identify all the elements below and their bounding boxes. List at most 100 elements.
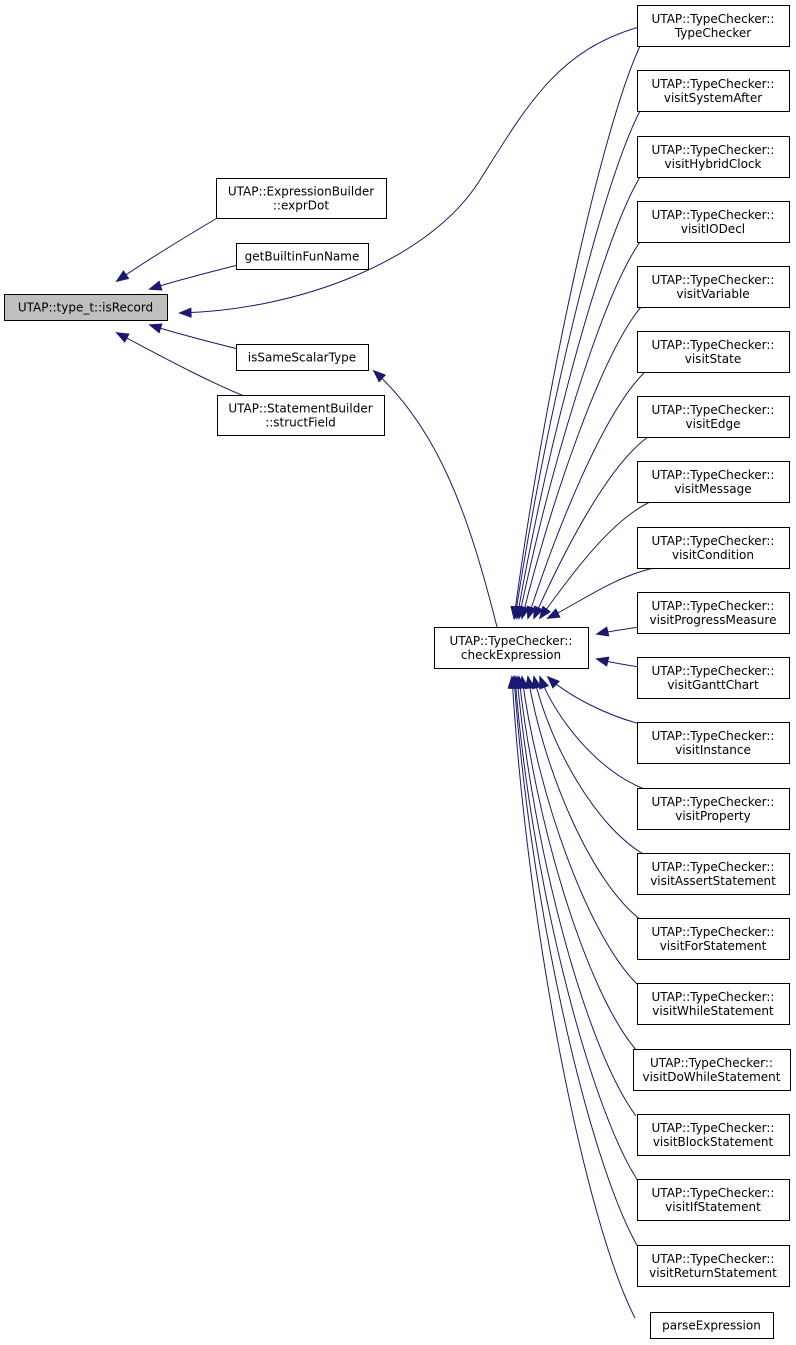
node-parseExpr[interactable]: parseExpression [650,1312,774,1339]
edge-vMessage-to-checkExpr [538,501,651,620]
arrowhead [533,605,544,620]
node-label: UTAP::TypeChecker:: [652,795,775,809]
node-label: visitProperty [675,809,751,823]
node-label: UTAP::TypeChecker:: [652,273,775,287]
arrowhead [524,675,536,690]
node-vMessage[interactable]: UTAP::TypeChecker::visitMessage [637,461,790,503]
edge-isSame-to-root [148,323,239,350]
node-getBuiltin[interactable]: getBuiltinFunName [236,243,369,270]
arrowhead [546,608,561,619]
node-vVariable[interactable]: UTAP::TypeChecker::visitVariable [637,266,790,308]
node-label: visitCondition [672,548,754,562]
edge-vState-to-checkExpr [526,371,646,620]
arrowhead [507,675,518,689]
node-vProgress[interactable]: UTAP::TypeChecker::visitProgressMeasure [637,592,790,634]
node-label: visitProgressMeasure [650,613,777,627]
node-label: UTAP::TypeChecker:: [652,12,775,26]
arrowhead [148,323,163,334]
edge-vEdge-to-checkExpr [533,436,649,620]
arrowhead [539,675,550,690]
node-label: ::exprDot [273,199,329,213]
node-vBlock[interactable]: UTAP::TypeChecker::visitBlockStatement [637,1114,790,1156]
node-label: UTAP::TypeChecker:: [652,403,775,417]
node-vEdge[interactable]: UTAP::TypeChecker::visitEdge [637,396,790,438]
arrowhead [595,656,610,667]
node-checkExpr[interactable]: UTAP::TypeChecker::checkExpression [434,627,589,669]
edge-vProgress-to-checkExpr [595,626,640,637]
edge-line [149,324,239,350]
arrowhead [546,675,560,689]
node-vReturn[interactable]: UTAP::TypeChecker::visitReturnStatement [637,1245,790,1287]
node-vHybridClock[interactable]: UTAP::TypeChecker::visitHybridClock [637,136,790,178]
edge-checkExpr-to-isSame [372,369,498,628]
edge-line [527,371,646,619]
node-label: UTAP::TypeChecker:: [652,925,775,939]
edge-parseExpr-to-checkExpr [507,675,636,1319]
node-label: UTAP::TypeChecker:: [652,143,775,157]
edge-vProperty-to-checkExpr [539,675,648,791]
edge-line [149,264,239,290]
node-label: isSameScalarType [248,351,356,365]
node-label: visitEdge [686,417,741,431]
edges-layer [115,26,659,1319]
node-vGantt[interactable]: UTAP::TypeChecker::visitGanttChart [637,657,790,699]
node-label: visitState [685,352,742,366]
node-label: UTAP::TypeChecker:: [652,729,775,743]
node-box [637,853,790,895]
edge-line [533,676,646,856]
node-vSystemAfter[interactable]: UTAP::TypeChecker::visitSystemAfter [637,70,790,112]
node-box [434,627,589,669]
node-box [637,1245,790,1287]
node-vState[interactable]: UTAP::TypeChecker::visitState [637,331,790,373]
edge-line [116,332,245,397]
arrowhead [538,605,552,620]
node-label: visitForStatement [660,939,767,953]
node-vFor[interactable]: UTAP::TypeChecker::visitForStatement [637,918,790,960]
node-box [637,592,790,634]
node-root: UTAP::type_t::isRecord [4,294,168,321]
node-label: UTAP::TypeChecker:: [652,664,775,678]
node-label: checkExpression [461,648,561,662]
node-isSame[interactable]: isSameScalarType [236,344,369,371]
node-label: UTAP::type_t::isRecord [18,301,153,315]
node-label: UTAP::TypeChecker:: [652,1186,775,1200]
node-box [637,918,790,960]
edge-line [521,306,642,619]
edge-exprDot-to-root [115,216,220,283]
edge-vDoWhile-to-checkExpr [515,675,638,1052]
node-box [637,5,790,47]
arrowhead [148,280,163,291]
node-tc_ctor[interactable]: UTAP::TypeChecker::TypeChecker [637,5,790,47]
edge-vIf-to-checkExpr [510,675,639,1182]
node-label: visitIODecl [681,222,745,236]
node-vDoWhile[interactable]: UTAP::TypeChecker::visitDoWhileStatement [633,1049,791,1091]
node-exprDot[interactable]: UTAP::ExpressionBuilder::exprDot [216,178,387,219]
node-label: visitAssertStatement [650,874,776,888]
node-vIODecl[interactable]: UTAP::TypeChecker::visitIODecl [637,201,790,243]
node-label: UTAP::TypeChecker:: [652,338,775,352]
node-vInstance[interactable]: UTAP::TypeChecker::visitInstance [637,722,790,764]
node-label: visitWhileStatement [652,1004,774,1018]
edge-line [518,241,641,619]
node-box [637,201,790,243]
node-vWhile[interactable]: UTAP::TypeChecker::visitWhileStatement [637,983,790,1025]
edge-vIODecl-to-checkExpr [516,241,641,620]
node-label: UTAP::TypeChecker:: [652,990,775,1004]
node-label: UTAP::TypeChecker:: [652,1252,775,1266]
node-label: ::structField [265,416,336,430]
arrowhead [531,675,542,690]
edge-vVariable-to-checkExpr [519,306,642,620]
node-label: parseExpression [662,1319,761,1333]
node-label: visitIfStatement [665,1200,761,1214]
node-structField[interactable]: UTAP::StatementBuilder::structField [217,395,385,436]
node-vIf[interactable]: UTAP::TypeChecker::visitIfStatement [637,1179,790,1221]
node-label: visitMessage [674,482,751,496]
node-label: UTAP::ExpressionBuilder [228,185,374,199]
edge-line [521,676,640,987]
arrowhead [178,307,192,318]
node-vCondition[interactable]: UTAP::TypeChecker::visitCondition [637,527,790,569]
edge-line [513,676,639,1248]
node-vProperty[interactable]: UTAP::TypeChecker::visitProperty [637,788,790,830]
node-vAssert[interactable]: UTAP::TypeChecker::visitAssertStatement [637,853,790,895]
edge-line [514,676,639,1182]
